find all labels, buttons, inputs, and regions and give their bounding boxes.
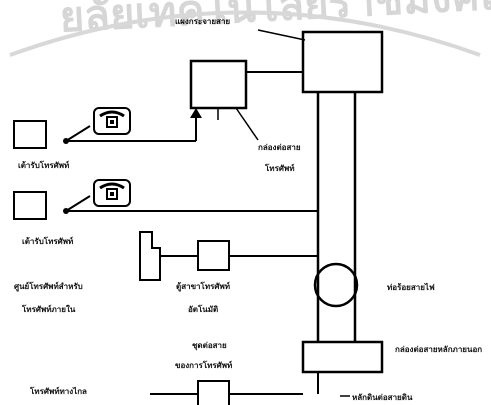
junction-box xyxy=(189,59,248,110)
center-label-1: ศูนย์โทรศัพท์สำหรับ xyxy=(14,281,83,292)
watermark-text: ยลัยเทคโนโลยีราชมงคล xyxy=(58,0,491,42)
outlet-box-1 xyxy=(13,120,47,149)
cable-label-1: ชุดต่อสาย xyxy=(192,341,227,351)
tel-outlet-label-1: เต้ารับโทรศัพท์ xyxy=(18,160,69,170)
distribution-box-label: แผงกระจายสาย xyxy=(175,17,230,26)
riser-coupling xyxy=(313,262,359,308)
cable-label-2: ของการโทรศัพท์ xyxy=(175,360,232,370)
junction-box-label-2: โทรศัพท์ xyxy=(264,163,295,173)
center-label-2: โทรศัพท์ภายใน xyxy=(21,304,76,314)
telephone-icon xyxy=(93,179,131,207)
wall-bracket xyxy=(139,231,161,281)
main-box-label: กล่องต่อสายหลักภายนอก xyxy=(395,345,482,354)
pbx-label-1: ตู้สาขาโทรศัพท์ xyxy=(176,281,230,292)
junction-box-label-1: กล่องต่อสาย xyxy=(258,143,301,152)
pbx-label-2: อัตโนมัติ xyxy=(188,304,218,314)
pbx-box xyxy=(197,240,230,271)
watermark-arc xyxy=(9,10,481,57)
arrow-up xyxy=(190,108,202,118)
telco-box xyxy=(197,380,230,405)
telephone-icon xyxy=(93,107,131,135)
tel-outlet-label-2: เต้ารับโทรศัพท์ xyxy=(22,236,73,246)
riser-label: ท่อร้อยสายไฟ xyxy=(387,282,435,292)
ground-label: หลักดินต่อสายดิน xyxy=(352,393,413,402)
main-junction-box xyxy=(301,340,384,374)
distribution-box xyxy=(301,30,384,94)
outlet-box-2 xyxy=(13,191,47,220)
telco-line-label: โทรศัพท์ทางไกล xyxy=(29,386,87,396)
